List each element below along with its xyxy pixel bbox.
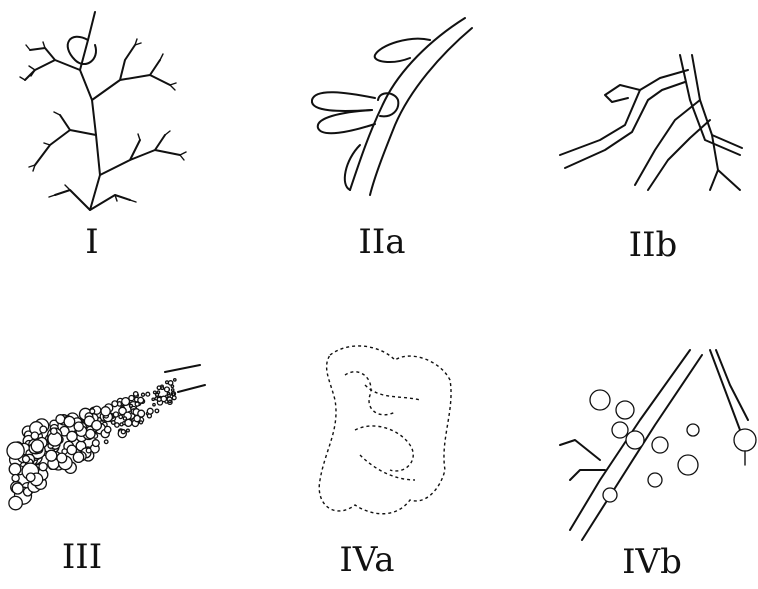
panel-label-IIb: IIb <box>593 228 713 262</box>
bubble-mark <box>169 400 171 402</box>
bubble-mark <box>172 393 174 395</box>
bubble-mark <box>86 448 91 453</box>
bubble-mark <box>23 456 30 463</box>
bubble-mark <box>92 440 99 447</box>
bubble-mark <box>12 475 19 482</box>
bubble-mark <box>172 389 174 391</box>
panel-label-I: I <box>32 225 152 259</box>
bubble-mark <box>127 429 130 432</box>
bubble-mark <box>134 392 138 396</box>
bubble-mark <box>172 396 176 400</box>
bubble-mark <box>67 431 77 441</box>
bubble-mark <box>57 453 67 463</box>
bubble-mark <box>51 428 57 434</box>
bubble-mark <box>105 426 111 432</box>
bubble-mark <box>113 412 118 417</box>
bubble-mark <box>147 408 153 414</box>
dashed-diffuse-mass-drawing <box>319 346 451 514</box>
bubble-mark <box>154 391 157 394</box>
bubble-mark <box>31 440 43 452</box>
bubble-mark <box>74 422 83 431</box>
bubble-mark <box>155 409 159 413</box>
finger-lobed-branch-drawing <box>312 18 472 195</box>
bubble-mark <box>146 392 150 396</box>
bubble-mark <box>26 473 35 482</box>
bubble-mark <box>125 419 132 426</box>
panel-label-IVb: IVb <box>592 545 712 579</box>
bubble-mark <box>104 440 108 444</box>
bubble-mark <box>90 409 95 414</box>
bubble-mark <box>161 387 164 390</box>
bubble-mark <box>86 429 95 438</box>
branches-with-vesicles-drawing <box>560 350 756 540</box>
bubble-mark <box>153 404 155 406</box>
bubble-mark <box>64 416 75 427</box>
bubble-mark <box>7 442 24 459</box>
bubble-mark <box>92 421 102 431</box>
panel-label-IVa: IVa <box>307 543 427 577</box>
bubble-mark <box>168 381 172 385</box>
tubular-branching-drawing <box>560 55 742 190</box>
bubble-mark <box>120 423 123 426</box>
cluster-of-bubbles-on-tube-drawing <box>7 365 205 510</box>
panel-label-IIa: IIa <box>322 225 442 259</box>
bubble-mark <box>135 402 139 406</box>
bubble-mark <box>40 426 47 433</box>
bubble-mark <box>122 398 130 406</box>
bubble-mark <box>9 463 21 475</box>
dendritic-branching-drawing <box>20 12 186 210</box>
bubble-mark <box>39 463 47 471</box>
bubble-mark <box>12 483 23 494</box>
bubble-mark <box>142 393 145 396</box>
bubble-mark <box>101 407 110 416</box>
bubble-mark <box>121 430 125 434</box>
bubble-mark <box>130 404 133 407</box>
bubble-mark <box>73 452 83 462</box>
bubble-mark <box>9 496 22 509</box>
panel-label-III: III <box>22 540 142 574</box>
bubble-mark <box>115 423 119 427</box>
bubble-mark <box>165 387 170 392</box>
bubble-mark <box>31 432 38 439</box>
bubble-mark <box>161 396 166 401</box>
bubble-mark <box>174 379 176 381</box>
bubble-mark <box>134 416 140 422</box>
bubble-mark <box>152 398 154 400</box>
bubble-mark <box>140 421 143 424</box>
bubble-mark <box>46 450 57 461</box>
bubble-mark <box>119 415 123 419</box>
